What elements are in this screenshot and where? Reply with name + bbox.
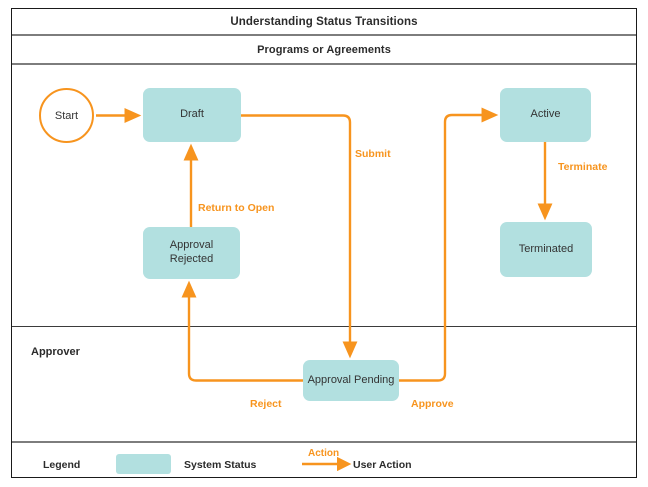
node-terminated-label: Terminated xyxy=(518,242,574,255)
legend-system-status-label: System Status xyxy=(184,459,257,471)
node-approval-pending-label: Approval Pending xyxy=(307,373,395,386)
edge-label-submit: Submit xyxy=(355,148,391,160)
title-band: Understanding Status Transitions xyxy=(12,9,636,36)
legend-user-action-label: User Action xyxy=(353,459,412,471)
page-title: Understanding Status Transitions xyxy=(230,15,418,28)
node-approval-rejected-label: Approval Rejected xyxy=(170,239,213,267)
node-active-label: Active xyxy=(530,108,561,121)
legend-system-status-swatch xyxy=(116,454,171,474)
node-draft-label: Draft xyxy=(180,108,204,121)
legend: Legend System Status Action User Action xyxy=(12,443,636,479)
swimlane-divider-approver xyxy=(12,326,636,327)
legend-title: Legend xyxy=(43,459,81,471)
edge-label-terminate: Terminate xyxy=(558,161,608,173)
node-start[interactable]: Start xyxy=(39,88,94,143)
swimlane-label-approver: Approver xyxy=(31,346,80,358)
subtitle-band: Programs or Agreements xyxy=(12,36,636,65)
node-active[interactable]: Active xyxy=(500,88,591,142)
edge-label-return-to-open: Return to Open xyxy=(198,202,275,214)
edge-label-approve: Approve xyxy=(411,398,454,410)
node-start-label: Start xyxy=(54,109,79,122)
legend-arrow-icon xyxy=(302,457,352,471)
page-subtitle: Programs or Agreements xyxy=(257,43,391,56)
node-approval-rejected-label-line2: Rejected xyxy=(169,253,214,265)
node-approval-pending[interactable]: Approval Pending xyxy=(303,360,399,401)
legend-action-label: Action xyxy=(308,448,340,459)
node-approval-rejected[interactable]: Approval Rejected xyxy=(143,227,240,279)
node-terminated[interactable]: Terminated xyxy=(500,222,592,277)
node-draft[interactable]: Draft xyxy=(143,88,241,142)
edge-label-reject: Reject xyxy=(250,398,282,410)
legend-divider xyxy=(12,441,636,443)
node-approval-rejected-label-line1: Approval xyxy=(169,239,214,252)
